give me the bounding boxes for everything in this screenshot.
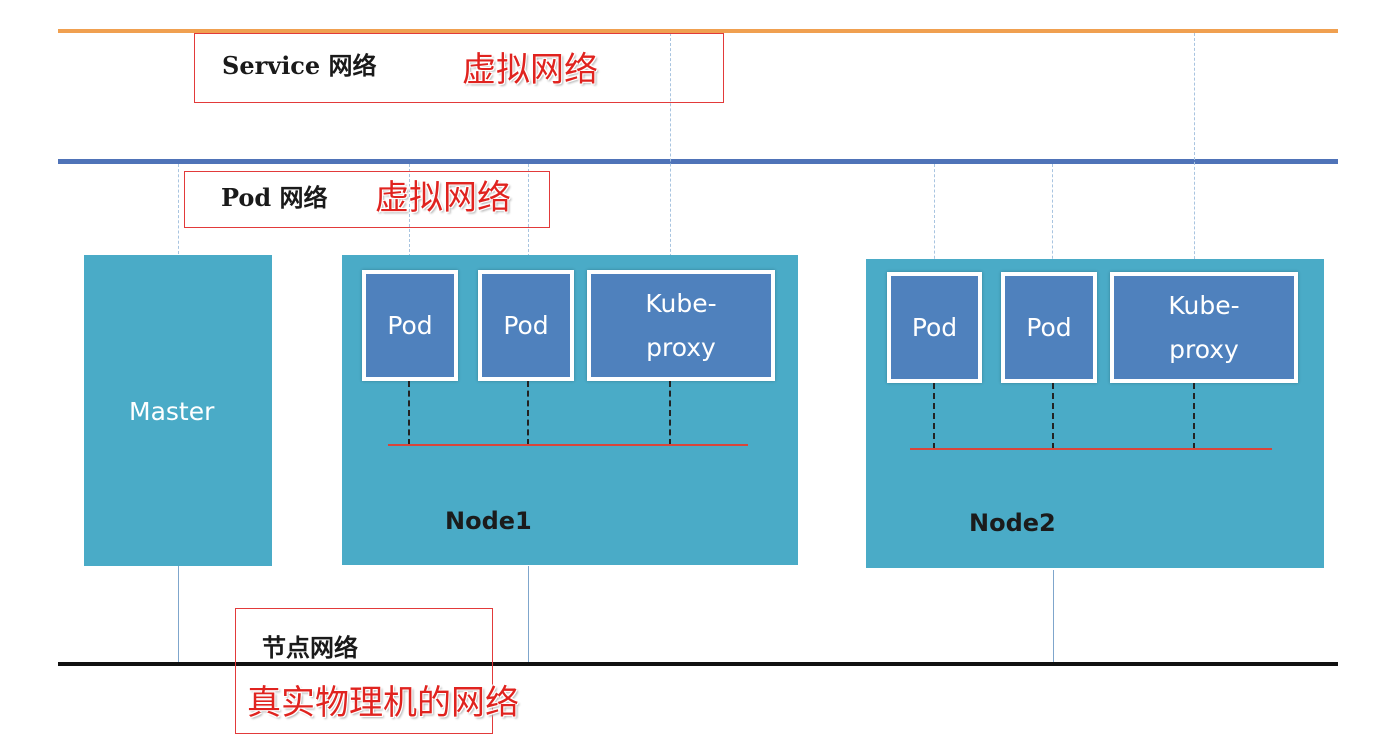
node1-pod-2: Pod: [478, 270, 574, 381]
node1-pod2-connector: [528, 164, 529, 272]
master-node-network-connector: [178, 566, 179, 662]
node2-pod1-connector: [934, 164, 935, 274]
service-network-label: Service 网络: [222, 51, 377, 80]
node1-label: Node1: [445, 507, 532, 535]
node1-node-network-connector: [528, 566, 529, 662]
master-pod-connector: [178, 164, 179, 254]
node2-pod-1: Pod: [887, 272, 982, 383]
node-network-line: [58, 662, 1338, 666]
pod-network-label: Pod 网络: [221, 183, 328, 212]
node2-kubeproxy-service-connector: [1194, 33, 1195, 274]
node2-pod2-link: [1052, 383, 1054, 449]
master-box: Master: [84, 255, 272, 566]
service-network-line: [58, 29, 1338, 33]
node2-pod-2: Pod: [1001, 272, 1097, 383]
node1-pod1-connector: [409, 164, 410, 272]
node-network-label: 节点网络: [262, 633, 358, 662]
node2-node-network-connector: [1053, 570, 1054, 662]
pod-network-note: 虚拟网络: [375, 178, 511, 218]
node2-pod1-link: [933, 383, 935, 449]
service-network-note: 虚拟网络: [462, 50, 598, 90]
service-network-annotation-box: [194, 33, 724, 103]
node1-pod2-link: [527, 381, 529, 445]
node-network-annotation-box: [235, 608, 493, 734]
node2-kubeproxy-link: [1193, 383, 1195, 449]
master-label: Master: [129, 397, 215, 426]
node1-kube-proxy: Kube- proxy: [587, 270, 775, 381]
node1-internal-bus: [388, 444, 748, 446]
node1-pod1-link: [408, 381, 410, 445]
node1-pod-1: Pod: [362, 270, 458, 381]
pod-network-line: [58, 159, 1338, 164]
node1-kubeproxy-link: [669, 381, 671, 445]
pod-network-annotation-box: [184, 171, 550, 228]
node2-pod2-connector: [1052, 164, 1053, 274]
node2-label: Node2: [969, 509, 1056, 537]
node-network-note: 真实物理机的网络: [247, 683, 519, 723]
node2-internal-bus: [910, 448, 1272, 450]
node2-kube-proxy: Kube- proxy: [1110, 272, 1298, 383]
node1-kubeproxy-service-connector: [670, 33, 671, 272]
